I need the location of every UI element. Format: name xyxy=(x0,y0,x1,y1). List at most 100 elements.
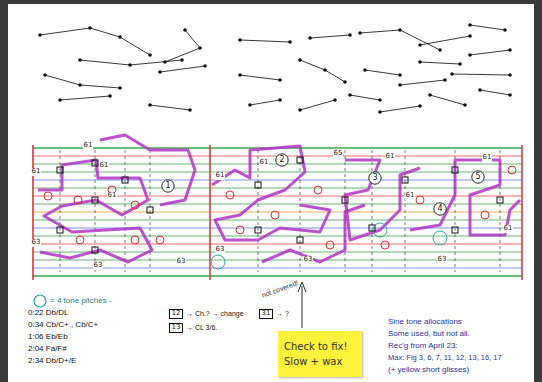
sketch-dot xyxy=(348,33,352,37)
change-note: → Ch.? → change xyxy=(186,310,244,318)
sketch-segment xyxy=(165,30,200,62)
pitch-number: 63 xyxy=(93,262,104,270)
note-text: Slow + wax xyxy=(284,354,356,369)
circle-outline xyxy=(434,203,446,215)
bar-lines xyxy=(33,145,522,280)
note-square xyxy=(255,227,261,233)
pitch-number: 63 xyxy=(215,246,226,254)
sketch-dot xyxy=(183,28,187,32)
pitch-contour xyxy=(100,135,195,205)
sketch-dot xyxy=(180,58,184,62)
marker-circle xyxy=(76,236,84,244)
sketch-dot xyxy=(418,104,422,108)
sketch-dot xyxy=(450,72,454,76)
staff-line xyxy=(33,220,522,221)
number-text: 31 xyxy=(262,310,271,318)
number-text: 5 xyxy=(475,173,480,181)
note-square xyxy=(452,227,458,233)
beat-line xyxy=(125,150,126,272)
time-note: 2:34 Db/D+/E xyxy=(28,357,76,366)
sketch-dot xyxy=(158,70,162,74)
sketch-dot xyxy=(238,73,242,77)
sketch-dot xyxy=(468,34,472,38)
sketch-segment xyxy=(150,105,190,110)
sketch-dot xyxy=(118,86,122,90)
pitch-contour xyxy=(410,160,520,235)
sketch-dot xyxy=(38,33,42,37)
sketch-dot xyxy=(278,78,282,82)
sketch-dot xyxy=(348,93,352,97)
sketch-dot xyxy=(468,23,472,27)
note-square xyxy=(497,197,503,203)
sticky-note: Check to fix!Slow + wax xyxy=(278,331,362,377)
arrow-head xyxy=(298,282,306,292)
staff-line xyxy=(33,188,522,189)
sketch-dot xyxy=(248,103,252,107)
sketch-dot xyxy=(323,68,327,72)
section-number: 2 xyxy=(275,153,289,167)
sketch-dot xyxy=(443,78,447,82)
sketch-dot xyxy=(43,73,47,77)
sketch-dot xyxy=(398,73,402,77)
sketch-segment xyxy=(470,25,505,30)
sketch-dot xyxy=(188,108,192,112)
pitch-number: 63 xyxy=(31,239,42,247)
blue-note: Rec'g from April 23: xyxy=(388,342,458,351)
boxed-number: 13 xyxy=(169,323,184,333)
marker-circle xyxy=(326,241,334,249)
note-square xyxy=(342,197,348,203)
sketch-segment xyxy=(60,96,110,100)
beat-line xyxy=(372,150,373,272)
marker-circle xyxy=(416,196,424,204)
sketch-dot xyxy=(363,68,367,72)
section-number: 4 xyxy=(433,202,447,216)
note-square xyxy=(147,207,153,213)
pitch-number: 61 xyxy=(215,172,226,180)
pitch-contour xyxy=(212,146,330,240)
staff-line xyxy=(33,236,522,237)
sketch-segment xyxy=(365,70,400,75)
change-note: → CL 3/6. xyxy=(186,324,217,332)
note-square xyxy=(402,177,408,183)
sketch-dot xyxy=(148,103,152,107)
sketch-dot xyxy=(298,108,302,112)
beat-line xyxy=(258,150,259,272)
sketch-segment xyxy=(160,66,205,72)
sketch-dot xyxy=(288,40,292,44)
pitch-number: 61 xyxy=(259,159,270,167)
section-number: 3 xyxy=(368,171,382,185)
pitch-number: 63 xyxy=(303,256,314,264)
staff-line xyxy=(33,275,522,276)
sketch-dot xyxy=(308,36,312,40)
sketch-dot xyxy=(508,73,512,77)
note-square xyxy=(57,227,63,233)
sketch-dot xyxy=(278,98,282,102)
contour-lines xyxy=(38,135,520,262)
sketch-dot xyxy=(378,98,382,102)
sketch-dot xyxy=(418,60,422,64)
beat-line xyxy=(95,150,96,272)
marker-circle xyxy=(314,186,322,194)
marker-circle xyxy=(226,191,234,199)
marker-circle xyxy=(131,236,139,244)
note-square xyxy=(92,247,98,253)
beat-line xyxy=(60,150,61,272)
sketch-dot xyxy=(238,38,242,42)
circle-outline xyxy=(276,154,288,166)
pitch-contour xyxy=(345,160,420,240)
pitch-number: 61 xyxy=(385,153,396,161)
sketch-segment xyxy=(380,106,420,112)
sketch-dot xyxy=(468,53,472,57)
note-square xyxy=(452,167,458,173)
pitch-number: 61 xyxy=(482,154,493,162)
note-square xyxy=(92,197,98,203)
sketch-dot xyxy=(418,43,422,47)
sketch-dot xyxy=(508,93,512,97)
note-marks xyxy=(44,157,516,269)
change-note: → ? xyxy=(276,310,289,318)
sketch-segment xyxy=(350,95,380,100)
pitch-number: 61 xyxy=(99,162,110,170)
sketch-segment xyxy=(360,30,440,50)
tone-circle xyxy=(433,231,447,245)
sketch-dot xyxy=(463,103,467,107)
